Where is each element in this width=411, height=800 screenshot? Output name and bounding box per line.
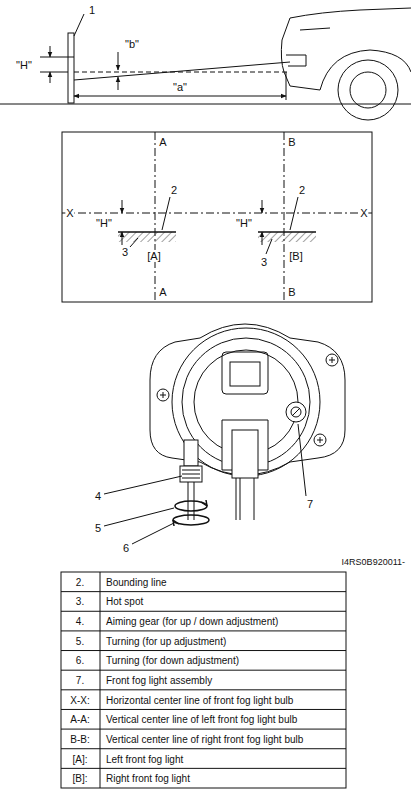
line-label: A bbox=[158, 136, 167, 148]
table-key: B-B: bbox=[69, 733, 90, 744]
table-key: 5. bbox=[75, 635, 85, 646]
part-label: [B] bbox=[288, 250, 303, 262]
line-label: X bbox=[359, 207, 368, 219]
table-cell: Aiming gear (for up / down adjustment) bbox=[105, 616, 279, 627]
dimension-label: "H" bbox=[235, 217, 253, 229]
table-cell: Turning (for down adjustment) bbox=[105, 655, 240, 666]
line-label: A bbox=[158, 286, 167, 298]
callout-number: 2 bbox=[170, 184, 178, 196]
table-key: A-A: bbox=[69, 714, 90, 725]
table-cell: Bounding line bbox=[105, 576, 168, 587]
callout-number: 3 bbox=[260, 256, 268, 268]
dimension-label: "b" bbox=[124, 38, 140, 50]
table-cell: Right front fog light bbox=[105, 773, 191, 784]
callout-number: 5 bbox=[94, 522, 102, 534]
callout-number: 6 bbox=[122, 542, 130, 554]
table-key: [B]: bbox=[71, 773, 88, 784]
line-label: X bbox=[65, 207, 74, 219]
table-cell: Turning (for up adjustment) bbox=[105, 635, 227, 646]
table-key: 6. bbox=[75, 655, 85, 666]
table-key: [A]: bbox=[71, 753, 88, 764]
line-label: B bbox=[287, 286, 296, 298]
table-cell: Horizontal center line of front fog ligh… bbox=[105, 694, 294, 705]
table-key: X-X: bbox=[69, 694, 90, 705]
table-key: 2. bbox=[75, 576, 85, 587]
dimension-label: "a" bbox=[172, 81, 188, 93]
callout-number: 1 bbox=[88, 4, 96, 16]
table-key: 4. bbox=[75, 616, 85, 627]
part-label: [A] bbox=[146, 250, 161, 262]
callout-number: 4 bbox=[94, 490, 102, 502]
table-cell: Vertical center line of right front fog … bbox=[105, 733, 304, 744]
callout-number: 3 bbox=[121, 246, 129, 258]
dimension-label: "H" bbox=[15, 59, 33, 71]
table-key: 3. bbox=[75, 596, 85, 607]
table-cell: Front fog light assembly bbox=[105, 675, 213, 686]
line-label: B bbox=[287, 136, 296, 148]
table-cell: Left front fog light bbox=[105, 753, 184, 764]
table-cell: Hot spot bbox=[105, 596, 144, 607]
callout-number: 7 bbox=[306, 498, 314, 510]
table-cell: Vertical center line of left front fog l… bbox=[105, 714, 298, 725]
figure-code: I4RS0B920011- bbox=[341, 558, 406, 568]
dimension-label: "H" bbox=[95, 217, 113, 229]
callout-number: 2 bbox=[298, 184, 306, 196]
table-key: 7. bbox=[75, 675, 85, 686]
